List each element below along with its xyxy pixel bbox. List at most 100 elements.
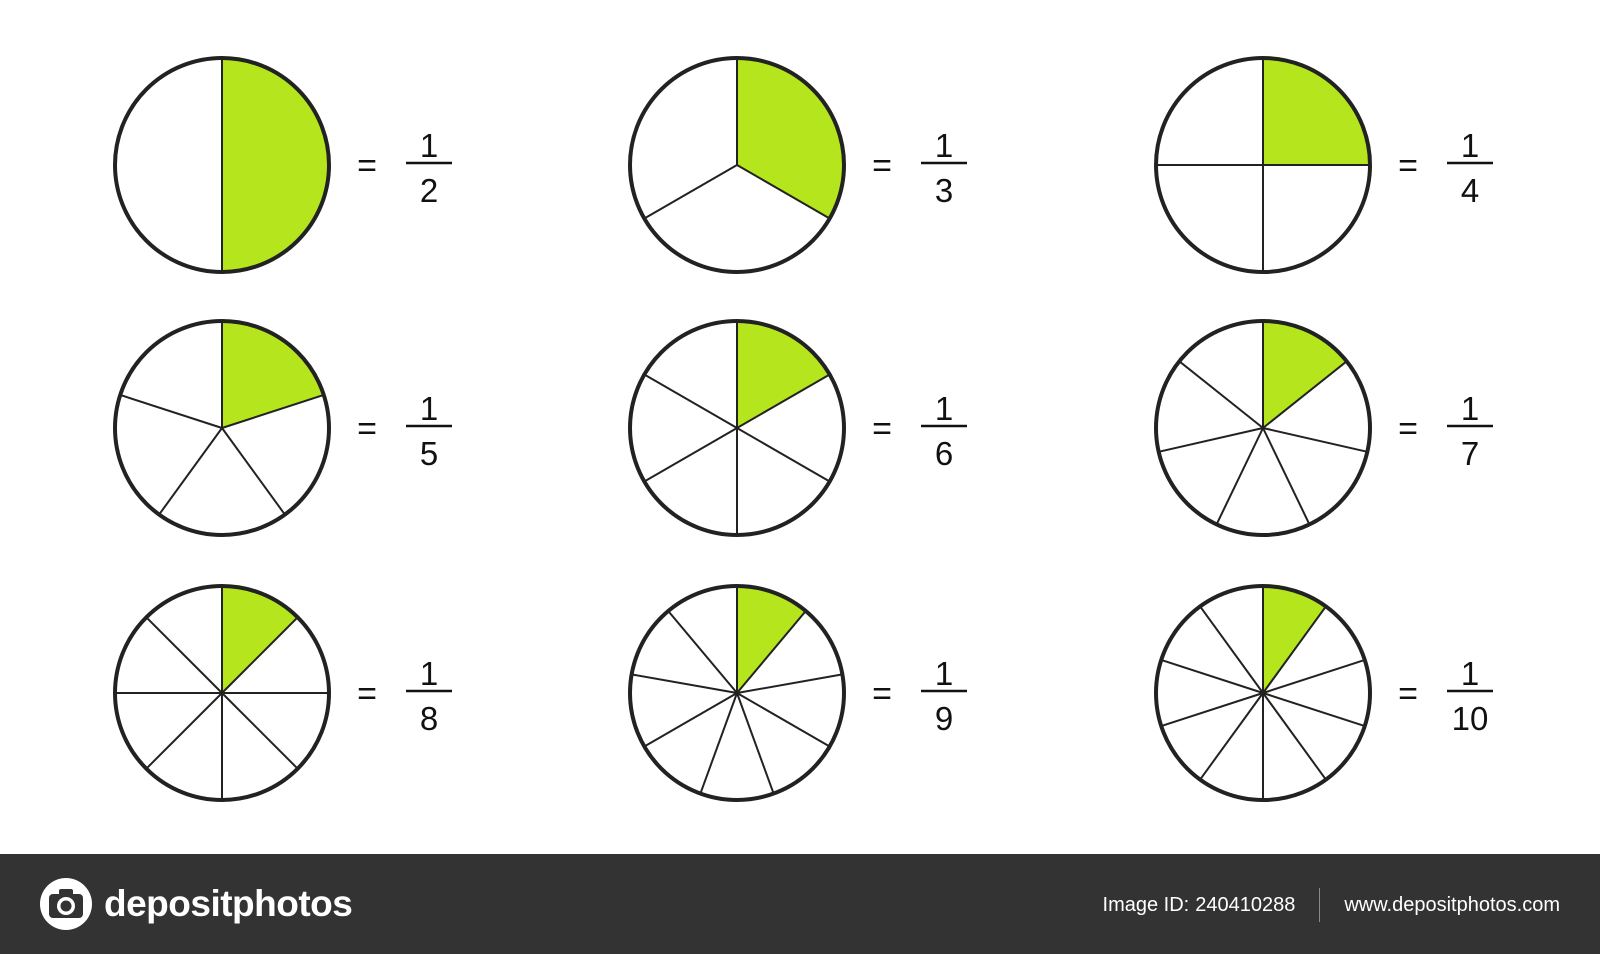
shaded-slice (222, 321, 324, 428)
division-line (145, 616, 223, 694)
circle-outline (113, 319, 331, 537)
equals-sign: = (1398, 675, 1418, 713)
fraction-1-5: = 1 5 (113, 319, 452, 537)
denominator: 4 (1461, 172, 1479, 209)
equals-sign: = (872, 675, 892, 713)
fraction-1-4: = 1 4 (1154, 56, 1493, 274)
division-line (736, 164, 831, 220)
numerator: 1 (1461, 390, 1479, 427)
brand-name: depositphotos (104, 883, 353, 924)
shaded-slice (1263, 321, 1347, 428)
circle-outline (113, 56, 331, 274)
fraction-1-3: = 1 3 (628, 56, 967, 274)
division-line (1262, 427, 1368, 453)
denominator: 8 (420, 700, 438, 737)
numerator: 1 (420, 390, 438, 427)
circle-outline (1154, 56, 1372, 274)
denominator: 9 (935, 700, 953, 737)
shaded-slice (1263, 58, 1370, 165)
division-line (1215, 427, 1264, 525)
equals-sign: = (872, 410, 892, 448)
numerator: 1 (1461, 127, 1479, 164)
denominator: 5 (420, 435, 438, 472)
fraction-1-9: = 1 9 (628, 584, 967, 802)
division-line (643, 692, 738, 748)
numerator: 1 (420, 127, 438, 164)
division-line (736, 373, 831, 429)
fraction-1-10: = 1 10 (1154, 584, 1493, 802)
circle-outline (1154, 584, 1372, 802)
division-line (158, 427, 223, 516)
footer-bar: depositphotos Image ID: 240410288 www.de… (0, 854, 1600, 954)
numerator: 1 (935, 655, 953, 692)
division-line (221, 427, 286, 516)
division-line (1262, 658, 1366, 694)
denominator: 2 (420, 172, 438, 209)
denominator: 10 (1452, 700, 1489, 737)
equals-sign: = (357, 675, 377, 713)
footer-divider (1319, 888, 1321, 922)
circle-outline (628, 56, 846, 274)
division-line (1160, 692, 1264, 728)
division-line (736, 692, 775, 794)
denominator: 7 (1461, 435, 1479, 472)
division-line (1262, 692, 1366, 728)
division-line (1199, 605, 1264, 694)
fraction-1-8: = 1 8 (113, 584, 452, 802)
equals-sign: = (357, 147, 377, 185)
circle-outline (113, 584, 331, 802)
circle-outline (1154, 319, 1372, 537)
circle-outline (628, 584, 846, 802)
equals-sign: = (1398, 410, 1418, 448)
numerator: 1 (935, 127, 953, 164)
division-line (643, 373, 738, 429)
shaded-slice (737, 58, 844, 219)
division-line (736, 427, 831, 483)
camera-icon (40, 878, 92, 930)
division-line (736, 610, 807, 694)
shaded-slice (737, 586, 806, 693)
numerator: 1 (935, 390, 953, 427)
website-link[interactable]: www.depositphotos.com (1344, 893, 1560, 916)
equals-sign: = (872, 147, 892, 185)
division-line (145, 692, 223, 770)
fraction-1-6: = 1 6 (628, 319, 967, 537)
division-line (643, 427, 738, 483)
division-line (667, 610, 738, 694)
numerator: 1 (420, 655, 438, 692)
division-line (699, 692, 738, 794)
division-line (1199, 692, 1264, 781)
fraction-1-7: = 1 7 (1154, 319, 1493, 537)
division-line (1262, 605, 1327, 694)
division-line (1262, 692, 1327, 781)
circle-outline (628, 319, 846, 537)
denominator: 6 (935, 435, 953, 472)
division-line (119, 393, 223, 429)
numerator: 1 (1461, 655, 1479, 692)
division-line (1262, 427, 1311, 525)
division-line (631, 673, 738, 694)
footer-info: Image ID: 240410288 www.depositphotos.co… (1103, 888, 1560, 922)
division-line (1178, 360, 1264, 429)
fraction-circles-diagram: = 1 2 = 1 3 = 1 4 = 1 5 = 1 6 = 1 7 = 1 8 = 1 9 = 1 10 (113, 56, 1493, 802)
division-line (736, 692, 831, 748)
division-line (221, 692, 299, 770)
division-line (221, 616, 299, 694)
division-line (1262, 360, 1348, 429)
fraction-1-2: = 1 2 (113, 56, 452, 274)
division-line (221, 393, 325, 429)
shaded-slice (1263, 586, 1326, 693)
image-id-value: 240410288 (1195, 893, 1296, 916)
division-line (1160, 658, 1264, 694)
brand-logo: depositphotos (38, 876, 353, 932)
equals-sign: = (357, 410, 377, 448)
division-line (643, 164, 738, 220)
shaded-slice (222, 58, 329, 272)
image-id-label: Image ID: (1102, 893, 1190, 916)
equals-sign: = (1398, 147, 1418, 185)
image-id: Image ID: 240410288 (1103, 894, 1296, 917)
denominator: 3 (935, 172, 953, 209)
division-line (736, 673, 843, 694)
shaded-slice (222, 586, 298, 693)
